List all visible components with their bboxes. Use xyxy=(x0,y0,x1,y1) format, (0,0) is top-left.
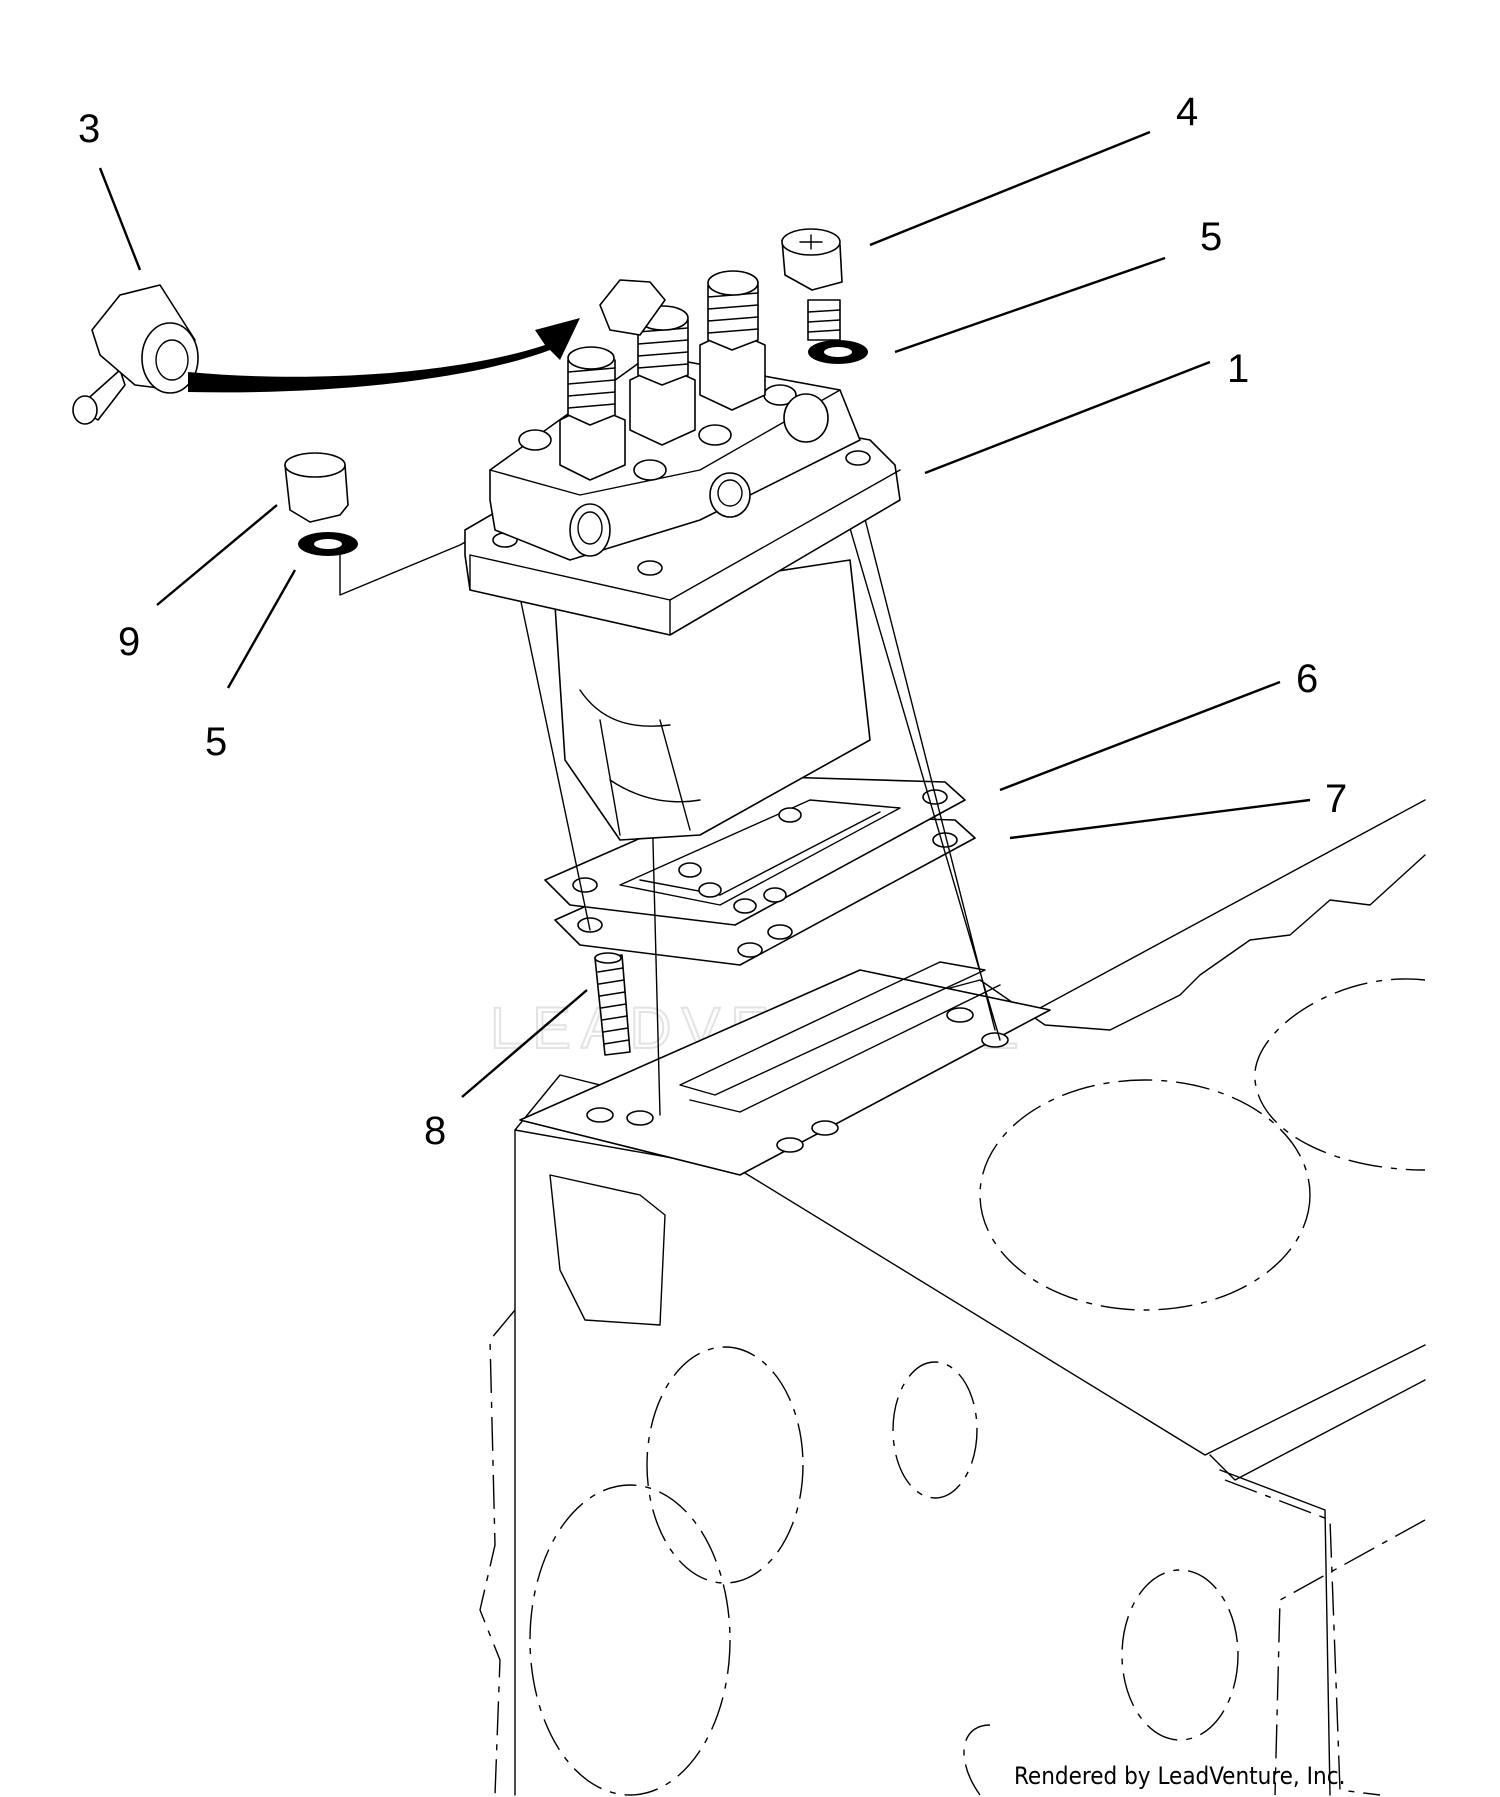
callout-8: 8 xyxy=(424,1109,446,1153)
callout-1: 1 xyxy=(1227,347,1249,391)
delivery-valve-left xyxy=(559,346,626,481)
washer-right xyxy=(808,340,868,364)
plug xyxy=(284,452,349,523)
callout-7: 7 xyxy=(1325,777,1347,821)
banjo-fitting xyxy=(72,284,199,425)
callout-6: 6 xyxy=(1296,657,1318,701)
bolt xyxy=(781,228,843,341)
washer-left xyxy=(298,532,358,556)
stud xyxy=(594,952,631,1056)
callout-5-left: 5 xyxy=(205,720,227,764)
assembly-arrow xyxy=(188,318,580,393)
leader-lines xyxy=(98,130,1311,1098)
callouts: 3 4 5 1 9 5 6 7 8 xyxy=(78,90,1347,1153)
callout-4: 4 xyxy=(1176,90,1198,134)
callout-5-right: 5 xyxy=(1200,215,1222,259)
injection-pump xyxy=(464,270,901,841)
engine-block xyxy=(479,799,1426,1796)
callout-3: 3 xyxy=(78,107,100,151)
render-credit: Rendered by LeadVenture, Inc. xyxy=(1014,1762,1345,1790)
delivery-valve-right xyxy=(699,270,766,411)
callout-9: 9 xyxy=(118,620,140,664)
delivery-valve-middle xyxy=(599,279,696,446)
